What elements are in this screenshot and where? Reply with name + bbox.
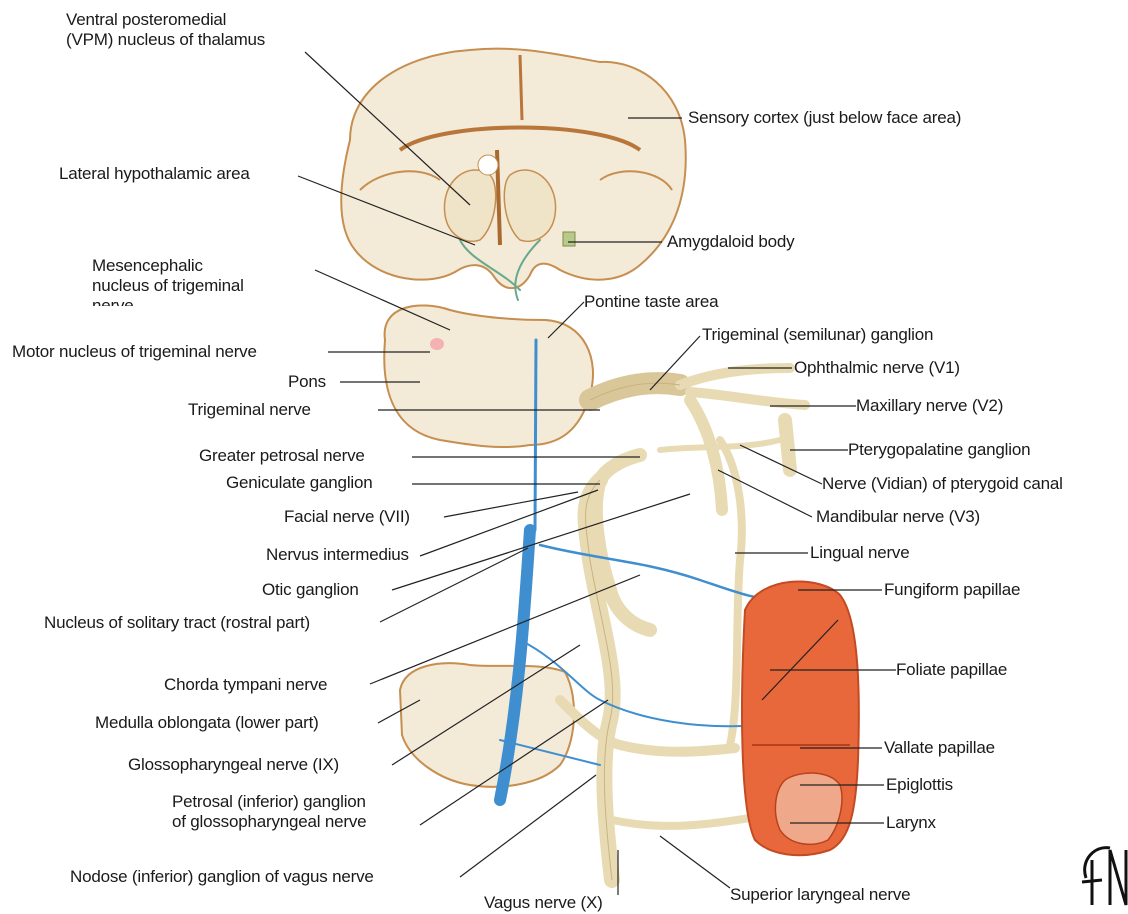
label-motor-nucleus-trigeminal: Motor nucleus of trigeminal nerve (12, 342, 257, 362)
label-epiglottis: Epiglottis (886, 775, 953, 795)
motor-nucleus-marker (430, 338, 444, 350)
label-nodose-ganglion: Nodose (inferior) ganglion of vagus nerv… (70, 867, 374, 887)
label-trigeminal-ganglion: Trigeminal (semilunar) ganglion (702, 325, 933, 345)
signature-mark (1082, 848, 1126, 905)
label-fungiform-papillae: Fungiform papillae (884, 580, 1020, 600)
label-trigeminal-nerve: Trigeminal nerve (188, 400, 311, 420)
label-lateral-hypothalamic-area: Lateral hypothalamic area (59, 164, 250, 184)
label-pons: Pons (288, 372, 326, 392)
medulla-section (400, 663, 574, 787)
label-chorda-tympani: Chorda tympani nerve (164, 675, 327, 695)
label-amygdaloid-body: Amygdaloid body (667, 232, 794, 252)
label-glossopharyngeal-nerve: Glossopharyngeal nerve (IX) (128, 755, 339, 775)
label-vpm-nucleus: Ventral posteromedial (VPM) nucleus of t… (66, 10, 265, 50)
longitudinal-fissure (520, 55, 522, 120)
label-vagus-nerve: Vagus nerve (X) (484, 893, 603, 913)
label-mesencephalic-nucleus: Mesencephalic nucleus of trigeminal (92, 256, 244, 296)
label-ophthalmic-nerve: Ophthalmic nerve (V1) (794, 358, 960, 378)
label-nervus-intermedius: Nervus intermedius (266, 545, 409, 565)
cerebrum-outline (341, 49, 686, 289)
label-vidian-nerve: Nerve (Vidian) of pterygoid canal (822, 474, 1063, 494)
brain-coronal-section (341, 49, 686, 289)
label-vallate-papillae: Vallate papillae (884, 738, 995, 758)
ventricle (478, 155, 498, 175)
label-foliate-papillae: Foliate papillae (896, 660, 1007, 680)
pons-section (384, 305, 593, 447)
label-petrosal-ganglion: Petrosal (inferior) ganglion of glossoph… (172, 792, 366, 832)
label-maxillary-nerve: Maxillary nerve (V2) (856, 396, 1003, 416)
epiglottis-shape (775, 773, 842, 844)
label-superior-laryngeal-nerve: Superior laryngeal nerve (730, 885, 910, 905)
tongue (742, 581, 859, 855)
label-facial-nerve: Facial nerve (VII) (284, 507, 410, 527)
label-nucleus-solitary-tract: Nucleus of solitary tract (rostral part) (44, 613, 310, 633)
label-pontine-taste-area: Pontine taste area (584, 292, 718, 312)
label-sensory-cortex: Sensory cortex (just below face area) (688, 108, 961, 128)
amygdala-marker (563, 232, 575, 246)
label-otic-ganglion: Otic ganglion (262, 580, 359, 600)
label-lingual-nerve: Lingual nerve (810, 543, 909, 563)
label-mandibular-nerve: Mandibular nerve (V3) (816, 507, 980, 527)
label-medulla-oblongata: Medulla oblongata (lower part) (95, 713, 319, 733)
label-larynx: Larynx (886, 813, 936, 833)
label-mesencephalic-cut-word: nerve (92, 296, 134, 306)
label-pterygopalatine-ganglion: Pterygopalatine ganglion (848, 440, 1030, 460)
label-greater-petrosal-nerve: Greater petrosal nerve (199, 446, 365, 466)
label-geniculate-ganglion: Geniculate ganglion (226, 473, 372, 493)
